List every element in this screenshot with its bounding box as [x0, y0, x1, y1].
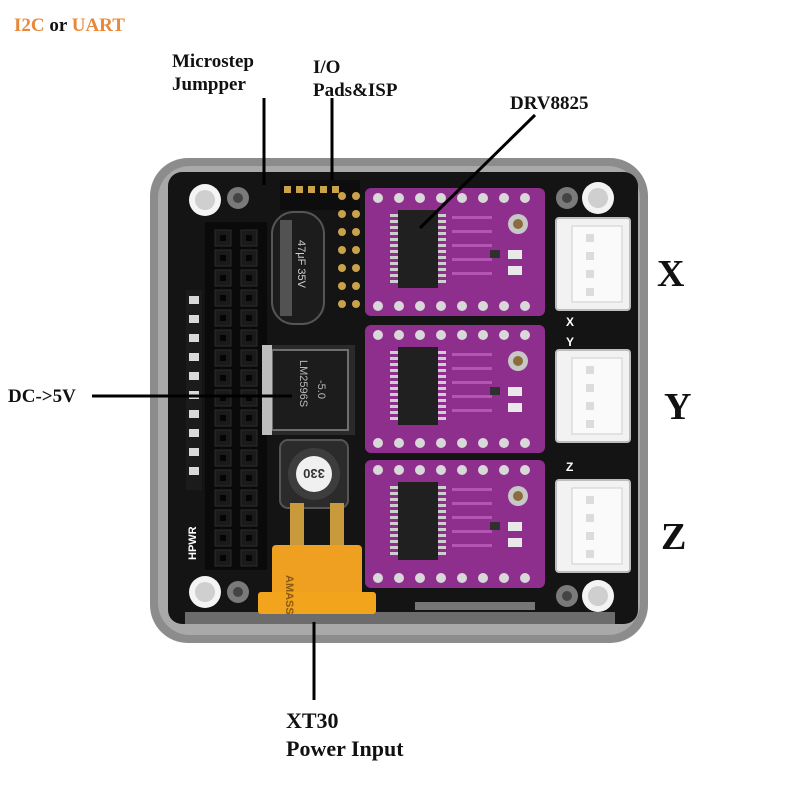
motor-connector: [555, 349, 631, 443]
silk-y: Y: [566, 335, 574, 349]
svg-text:AMASS: AMASS: [283, 575, 295, 615]
silk-x: X: [566, 315, 574, 329]
screw-top-left: [189, 184, 249, 216]
drv8825-label: DRV8825: [510, 93, 589, 114]
i2c-label: I2C: [14, 15, 45, 36]
svg-text:330: 330: [303, 466, 325, 481]
screw-top-right: [556, 182, 614, 214]
svg-text:LM2596S: LM2596S: [297, 360, 309, 407]
axis-y-label: Y: [664, 386, 692, 428]
axis-x-label: X: [657, 253, 685, 295]
uart-label: UART: [71, 15, 125, 36]
annotation-lines: [92, 98, 537, 700]
inductor: 330: [279, 439, 349, 509]
microstep-jumper-label: Microstep Jumpper: [172, 51, 254, 95]
or-label: or: [44, 15, 72, 36]
dc-5v-label: DC->5V: [8, 386, 76, 407]
svg-text:-5.0: -5.0: [315, 380, 327, 399]
hpwr-silk: HPWR: [187, 526, 199, 560]
voltage-regulator: LM2596S -5.0: [262, 345, 355, 435]
motor-connector: [555, 217, 631, 311]
drv8825-driver-board: [365, 188, 545, 316]
header-pins: [214, 229, 258, 567]
svg-text:47μF 35V: 47μF 35V: [295, 240, 307, 289]
xt30-connector: AMASS: [258, 503, 376, 615]
drv8825-driver-board: [365, 460, 545, 588]
screw-bottom-left: [189, 576, 249, 608]
interface-title: I2C or UART: [14, 16, 125, 35]
axis-z-label: Z: [661, 516, 687, 558]
silk-z: Z: [566, 460, 573, 474]
drv8825-pointer: [418, 113, 537, 230]
io-pads: [284, 186, 360, 308]
drv8825-driver-board: [365, 325, 545, 453]
capacitor: 47μF 35V: [271, 211, 325, 325]
xt30-label: XT30 Power Input: [286, 708, 404, 761]
io-pads-label: I/O Pads&ISP: [313, 57, 398, 101]
motor-connector: [555, 479, 631, 573]
screw-bottom-right: [556, 580, 614, 612]
